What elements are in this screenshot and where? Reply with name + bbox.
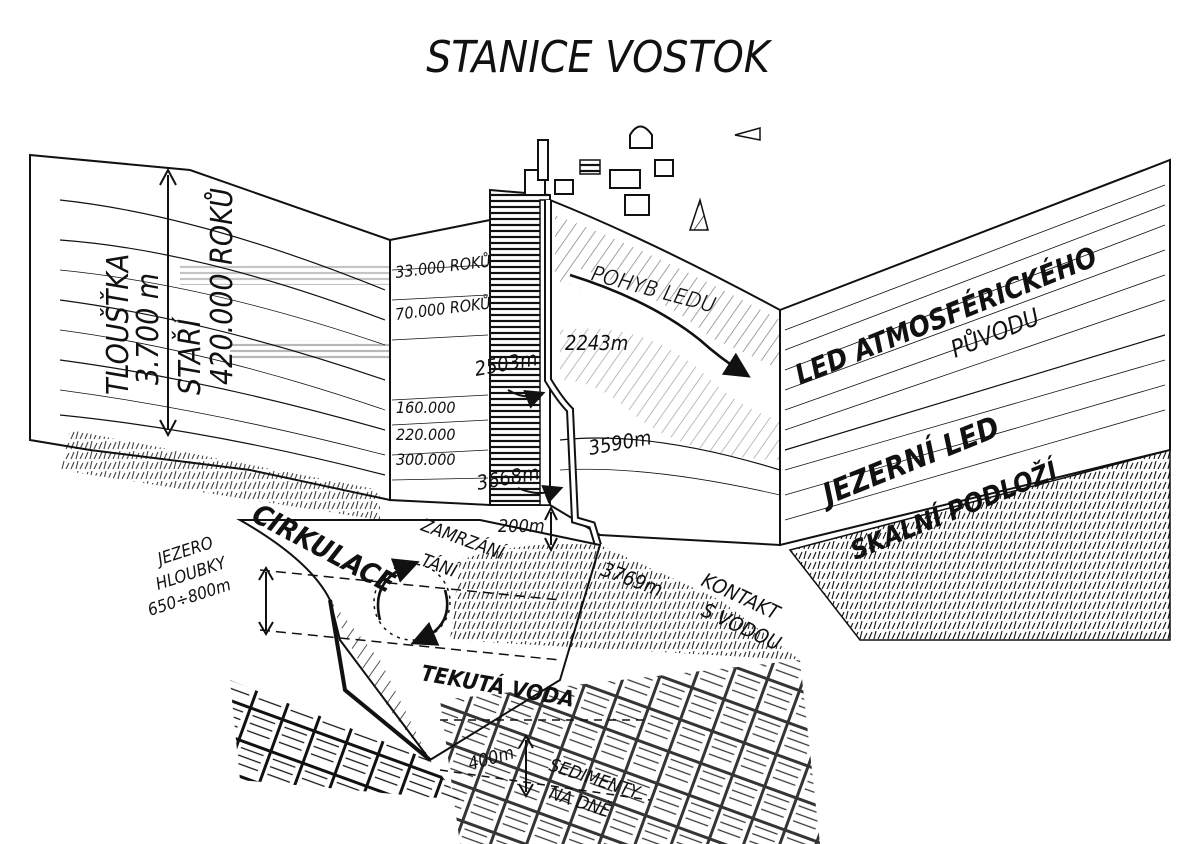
borehole (544, 200, 602, 547)
station-buildings (524, 125, 761, 231)
age-220k-label: 220.000 (396, 425, 456, 444)
depth-200-label: 200m (498, 516, 545, 537)
right-central-block (549, 198, 781, 547)
thickness-value: 3.700 m (131, 273, 166, 385)
depth-2243-label: 2243m (565, 331, 628, 355)
left-ice-block (29, 153, 391, 520)
age-value: 420.000 ROKŮ (203, 188, 240, 385)
age-300k-label: 300.000 (396, 450, 456, 469)
diagram-title: STANICE VOSTOK (426, 32, 773, 83)
right-ice-block (779, 158, 1171, 641)
dimension-arrows (159, 167, 564, 798)
thickness-label: TLOUŠŤKA (99, 254, 136, 395)
age-label: STAŘÍ (172, 316, 208, 395)
age-160k-label: 160.000 (396, 398, 456, 417)
lake-and-bedrock (230, 519, 820, 844)
